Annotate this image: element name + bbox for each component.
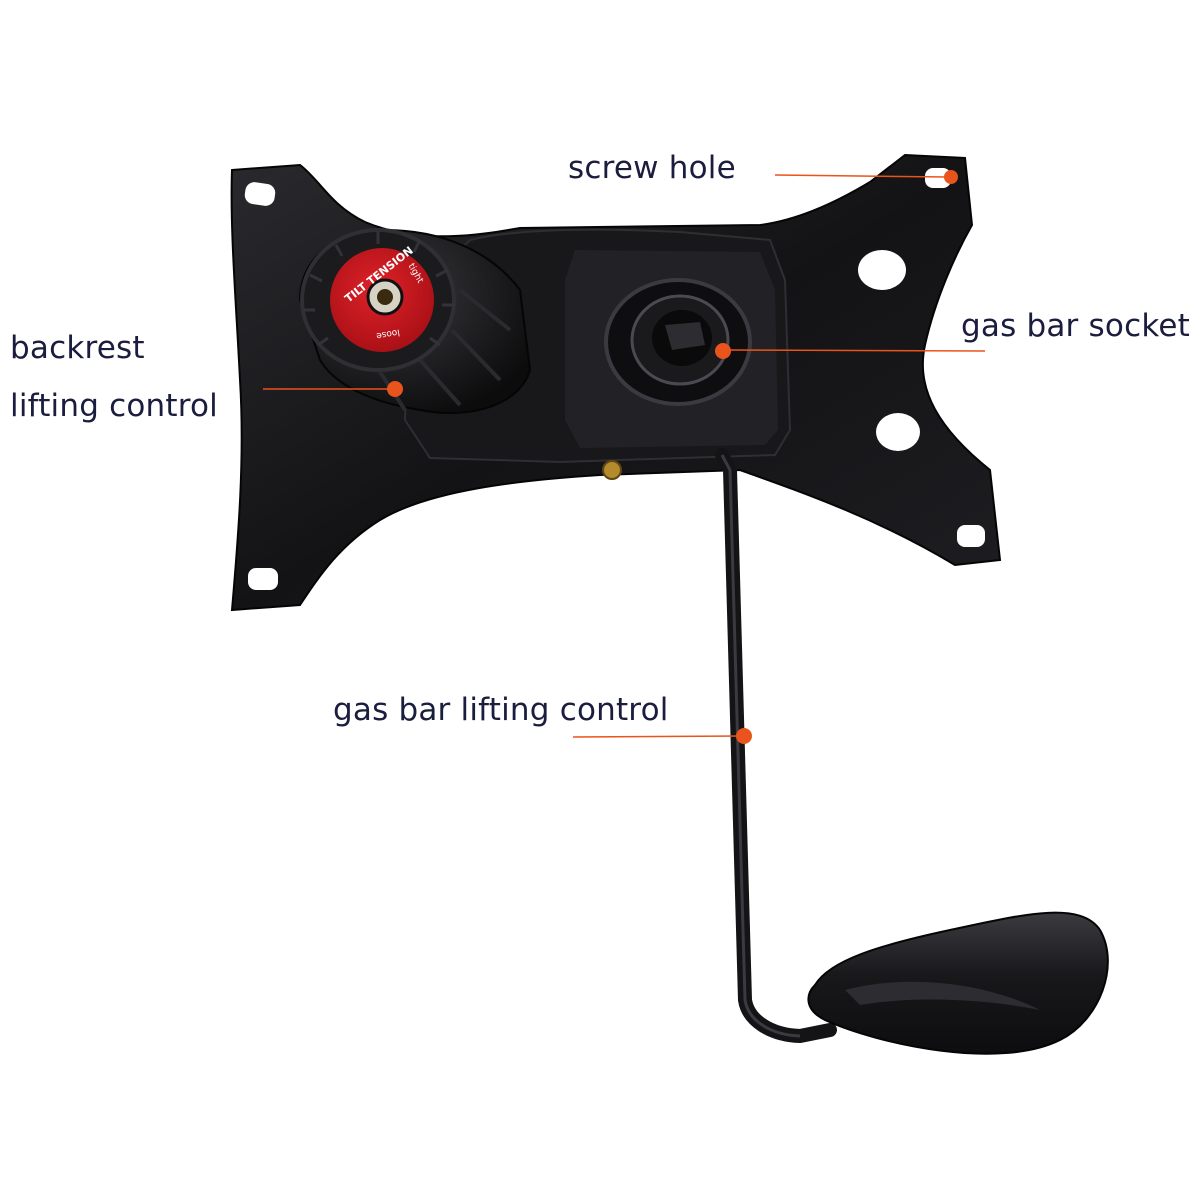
gas-bar-lifting-marker bbox=[736, 728, 752, 744]
tilt-tension-knob: TILT TENSION tight loose bbox=[298, 228, 532, 414]
screw-hole bbox=[876, 413, 920, 451]
screw-hole bbox=[858, 250, 906, 290]
callout-lines bbox=[263, 174, 986, 738]
gas-bar-socket bbox=[604, 278, 752, 406]
gas-bar-socket-label: gas bar socket bbox=[961, 308, 1190, 344]
loose-text: loose bbox=[375, 326, 401, 340]
screw-hole bbox=[248, 568, 278, 590]
screw-hole-marker bbox=[944, 170, 958, 184]
screw-hole bbox=[244, 182, 276, 206]
lever-handle bbox=[807, 911, 1109, 1055]
gas-bar-lifting-label: gas bar lifting control bbox=[333, 692, 669, 728]
brass-bolt bbox=[602, 460, 622, 480]
gas-bar-socket-marker bbox=[715, 343, 731, 359]
screw-hole-label: screw hole bbox=[568, 150, 736, 186]
screw-hole bbox=[957, 525, 985, 547]
backrest-label: backrest bbox=[10, 330, 145, 366]
screw-hole bbox=[925, 168, 951, 188]
backrest-label-line2: lifting control bbox=[10, 388, 218, 424]
backrest-marker bbox=[387, 381, 403, 397]
